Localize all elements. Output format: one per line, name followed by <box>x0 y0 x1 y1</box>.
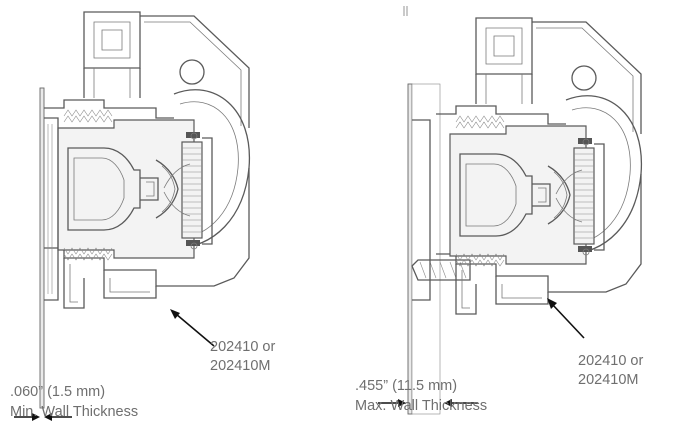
left-part-label-line1: 202410 or <box>210 339 276 355</box>
right-part-label-line1: 202410 or <box>578 353 644 369</box>
right-dimension-label: .455” (11.5 mm) <box>355 378 458 394</box>
left-caption: Min. Wall Thickness <box>10 404 139 420</box>
left-dimension-arrows <box>14 413 72 421</box>
right-leader-arrow <box>547 298 585 339</box>
right-part-label-line2: 202410M <box>578 372 639 388</box>
left-leader-arrow <box>170 309 215 347</box>
top-tick-mark <box>403 6 408 16</box>
left-part-label-line2: 202410M <box>210 358 271 374</box>
right-caption: Max. Wall Thickness <box>355 398 488 414</box>
left-dimension-label: .060” (1.5 mm) <box>10 384 106 400</box>
left-fitting-drawing <box>39 11 251 409</box>
right-dimension-arrows <box>378 399 478 407</box>
right-fitting-drawing <box>407 17 643 415</box>
